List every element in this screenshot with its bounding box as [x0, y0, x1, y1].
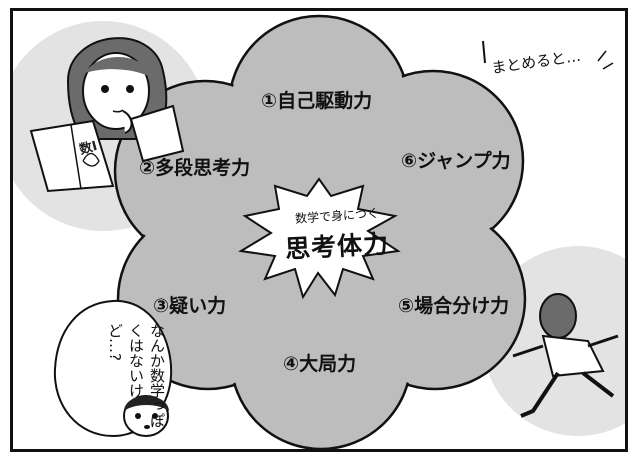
small-character-illustration	[123, 395, 169, 437]
skill-label-multistep: ②多段思考力	[139, 157, 251, 179]
running-person-illustration	[512, 293, 619, 418]
note-mark	[597, 50, 607, 62]
skill-label-self-drive: ①自己駆動力	[261, 90, 373, 112]
center-title: 思考体力	[284, 229, 390, 264]
skill-label-big-picture: ④大局力	[283, 353, 357, 375]
note-mark	[482, 40, 486, 64]
skill-label-jump: ⑥ジャンプ力	[401, 150, 511, 172]
skill-label-doubt: ③疑い力	[153, 295, 227, 317]
skill-label-case-split: ⑤場合分け力	[398, 295, 510, 317]
comic-panel: ①自己駆動力 ②多段思考力 ③疑い力 ④大局力 ⑤場合分け力 ⑥ジャンプ力 数学…	[10, 8, 628, 452]
note-mark	[602, 62, 614, 70]
center-burst	[238, 177, 401, 300]
girl-illustration	[29, 37, 185, 193]
illustration	[13, 14, 625, 449]
speech-bubble-text: なんか数学っぽくはないけど…?	[106, 323, 166, 428]
book-icon	[29, 119, 115, 193]
